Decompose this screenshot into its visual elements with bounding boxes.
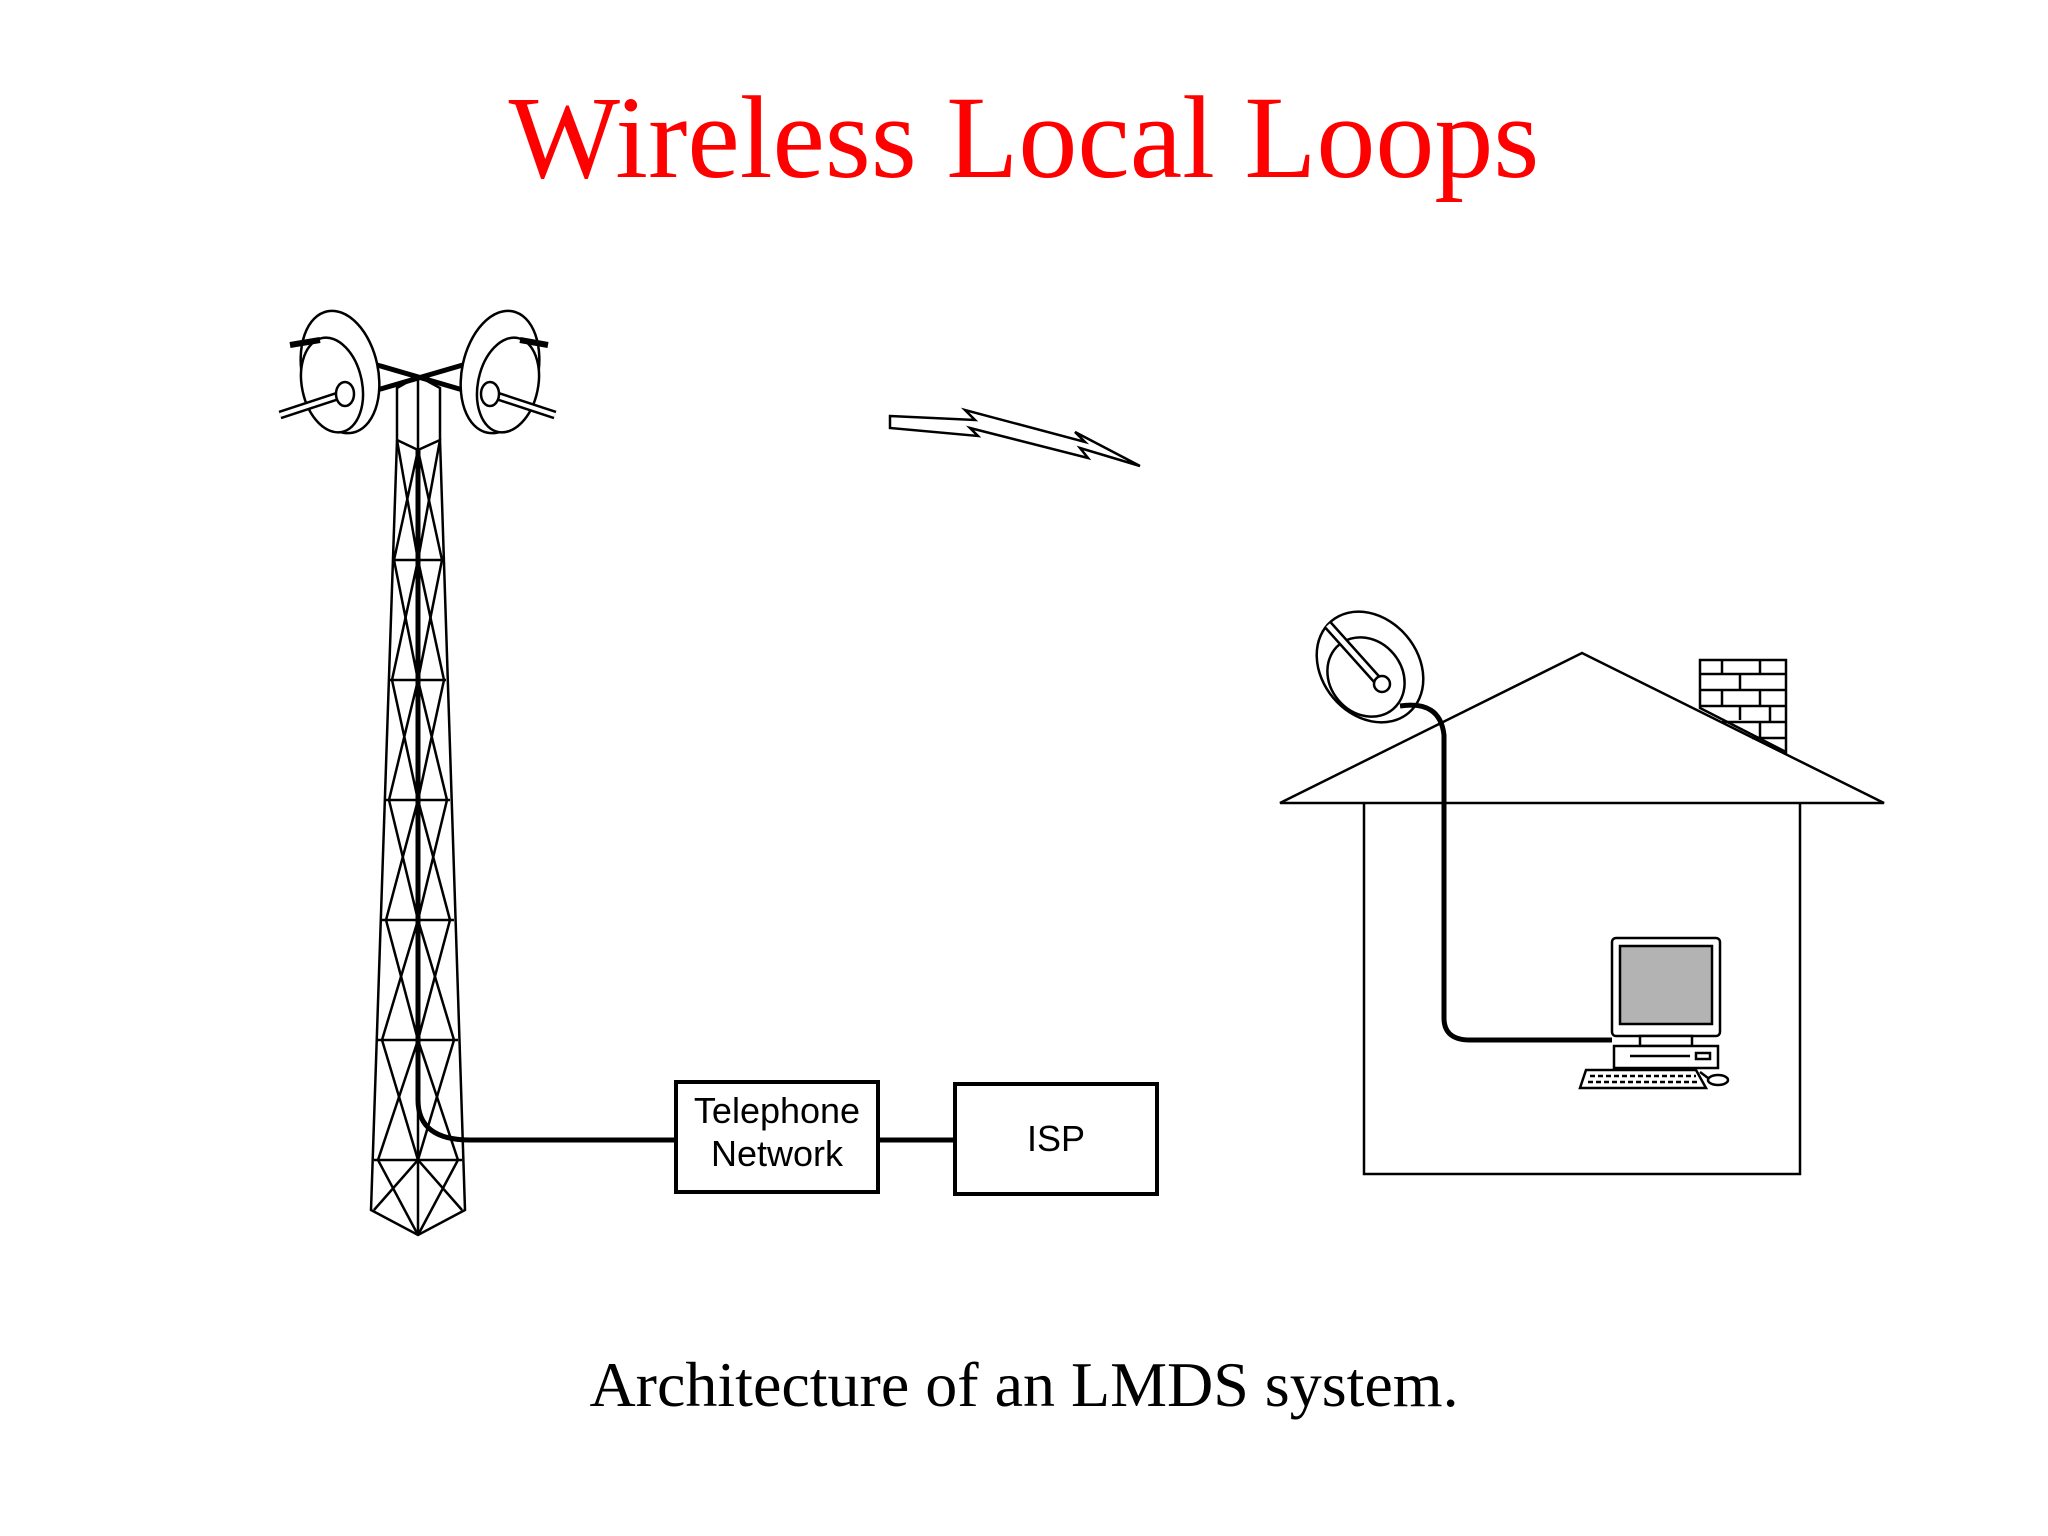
tower-dish-right-icon [459, 309, 557, 435]
computer-icon [1578, 936, 1730, 1090]
telephone-network-box: Telephone Network [674, 1080, 880, 1194]
home-cable [1399, 702, 1612, 1043]
telephone-network-label-line2: Network [711, 1133, 844, 1174]
slide-title: Wireless Local Loops [508, 72, 1540, 203]
isp-label: ISP [1027, 1118, 1085, 1159]
house [1279, 651, 1885, 1176]
telephone-network-label-line1: Telephone [694, 1090, 860, 1131]
wireless-signal-icon [888, 407, 1141, 468]
figure-caption: Architecture of an LMDS system. [589, 1349, 1459, 1420]
isp-box: ISP [953, 1082, 1159, 1196]
tower-dish-left-icon [278, 309, 381, 435]
tower-cable [415, 450, 471, 1143]
chimney [1698, 658, 1788, 755]
home-dish-icon [1315, 610, 1425, 724]
